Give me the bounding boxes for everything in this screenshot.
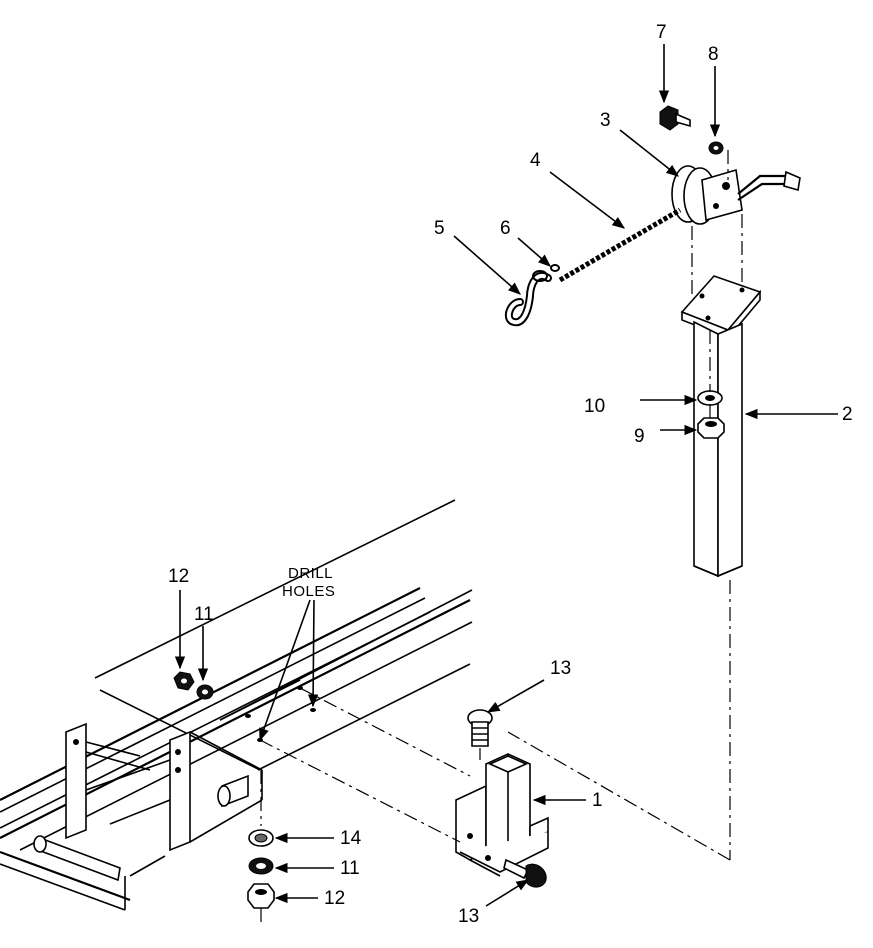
leader-lines bbox=[174, 44, 838, 907]
drill-holes-note: DRILL HOLES bbox=[282, 565, 335, 600]
callout-4: 4 bbox=[530, 150, 541, 171]
callout-labels: 7 8 3 4 5 6 10 9 2 1 12 11 13 14 11 12 1… bbox=[168, 22, 853, 927]
callout-11-top: 11 bbox=[194, 604, 214, 625]
post-fasteners bbox=[697, 390, 725, 439]
callout-8: 8 bbox=[708, 44, 719, 65]
frame-fasteners bbox=[173, 671, 275, 909]
callout-2: 2 bbox=[842, 404, 853, 425]
callout-10: 10 bbox=[584, 396, 605, 417]
winch-post bbox=[680, 275, 762, 578]
callout-13-bottom: 13 bbox=[458, 906, 479, 927]
trailer-frame bbox=[0, 499, 473, 911]
callout-6: 6 bbox=[500, 218, 511, 239]
bolt-bottom bbox=[503, 858, 547, 888]
note-line-2: HOLES bbox=[282, 583, 335, 600]
callout-12-bottom: 12 bbox=[324, 888, 345, 909]
callout-14: 14 bbox=[340, 828, 362, 849]
callout-3: 3 bbox=[600, 110, 611, 131]
bolt-top bbox=[467, 709, 493, 747]
callout-11-bottom: 11 bbox=[340, 858, 360, 879]
cable-hook bbox=[504, 264, 560, 327]
socket-bracket bbox=[455, 753, 549, 877]
callout-12-top: 12 bbox=[168, 566, 189, 587]
callout-1: 1 bbox=[592, 790, 603, 811]
winch-bolt bbox=[659, 105, 724, 155]
winch-assembly bbox=[558, 165, 801, 283]
callout-7: 7 bbox=[656, 22, 667, 43]
callout-9: 9 bbox=[634, 426, 645, 447]
callout-5: 5 bbox=[434, 218, 445, 239]
note-line-1: DRILL bbox=[288, 565, 333, 582]
alignment-lines bbox=[259, 150, 743, 924]
callout-13-top: 13 bbox=[550, 658, 571, 679]
